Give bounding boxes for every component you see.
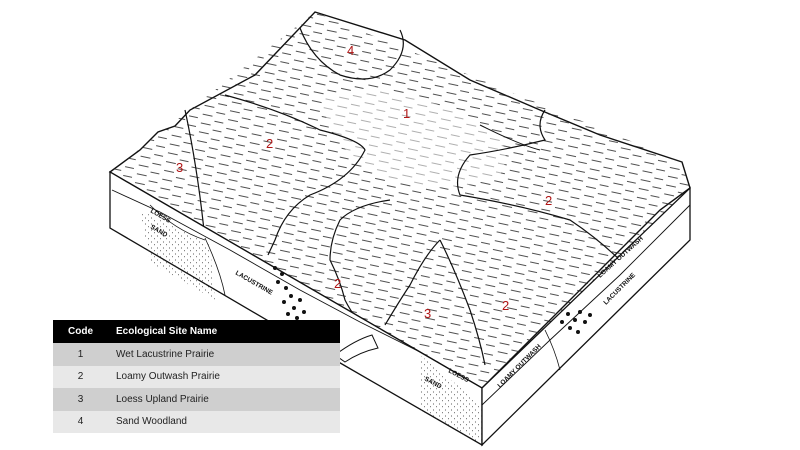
zone-label-3-a: 3 [176, 160, 183, 175]
legend-code: 2 [53, 365, 108, 388]
legend-site-name: Loess Upland Prairie [108, 388, 340, 411]
legend-row: 4 Sand Woodland [53, 410, 340, 433]
zone-label-4: 4 [347, 43, 354, 58]
zone-label-1: 1 [403, 106, 410, 121]
left-cross-section: LOESS SAND LACUSTRINE [109, 170, 483, 447]
zone-numbers: 4 1 2 3 2 2 3 2 [176, 43, 552, 321]
zone-label-2-c: 2 [334, 276, 341, 291]
legend-code: 4 [53, 410, 108, 433]
legend-header-code: Code [53, 320, 108, 343]
zone-label-2-a: 2 [266, 136, 273, 151]
gravel-cluster-right [560, 310, 592, 334]
zone-label-3-b: 3 [424, 306, 431, 321]
legend-code: 1 [53, 343, 108, 366]
ecological-site-legend: Code Ecological Site Name 1 Wet Lacustri… [53, 320, 340, 433]
legend-site-name: Wet Lacustrine Prairie [108, 343, 340, 366]
legend-site-name: Sand Woodland [108, 410, 340, 433]
zone-label-2-b: 2 [545, 193, 552, 208]
gravel-cluster-left [273, 266, 306, 320]
legend-header-row: Code Ecological Site Name [53, 320, 340, 343]
front-notch [334, 334, 379, 363]
legend-row: 2 Loamy Outwash Prairie [53, 365, 340, 388]
legend-header-name: Ecological Site Name [108, 320, 340, 343]
legend-row: 1 Wet Lacustrine Prairie [53, 343, 340, 366]
legend-site-name: Loamy Outwash Prairie [108, 365, 340, 388]
legend-code: 3 [53, 388, 108, 411]
zone-boundaries [184, 27, 641, 366]
legend-row: 3 Loess Upland Prairie [53, 388, 340, 411]
zone-label-2-d: 2 [502, 298, 509, 313]
